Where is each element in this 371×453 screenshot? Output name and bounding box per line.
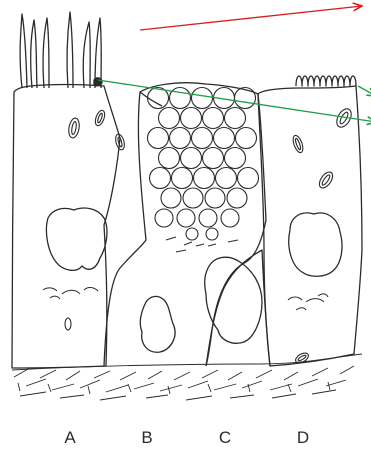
secretory-granule (235, 88, 256, 109)
secretory-granule (227, 188, 247, 208)
cell-b-secretory-granules (148, 88, 259, 241)
secretory-granule (155, 209, 173, 227)
secretory-granule (216, 168, 237, 189)
green-pointer-arrow-lower (358, 86, 371, 96)
cell-label-c: C (215, 428, 235, 448)
secretory-granule (203, 108, 224, 129)
secretory-granule (238, 168, 259, 189)
secretory-granule (203, 148, 224, 169)
cell-d-brush-border (296, 76, 356, 86)
cell-d-outline (258, 86, 362, 366)
cell-a (12, 12, 126, 368)
secretory-granule (205, 188, 225, 208)
cell-a-outline (12, 85, 120, 369)
cell-b-granule-streaks (166, 237, 238, 252)
secretory-granule (221, 209, 239, 227)
cell-b (104, 83, 266, 366)
cell-b-outline (104, 83, 266, 366)
secretory-granule (186, 228, 198, 240)
cell-a-mitochondria (65, 109, 126, 330)
secretory-granule (177, 209, 195, 227)
secretory-granule (159, 148, 180, 169)
cell-a-cytoplasm-granules (43, 287, 98, 299)
cell-d-cytoplasm-granules (288, 294, 328, 310)
red-pointer-arrow (140, 6, 362, 30)
cell-d-nucleus (289, 213, 342, 276)
cell-label-b: B (137, 428, 157, 448)
secretory-granule (159, 108, 180, 129)
secretory-granule (181, 148, 202, 169)
secretory-granule (236, 128, 257, 149)
secretory-granule (225, 108, 246, 129)
cell-d-mitochondria (291, 106, 354, 365)
secretory-granule (192, 88, 213, 109)
secretory-granule (183, 188, 203, 208)
secretory-granule (192, 128, 213, 149)
cell-d (258, 76, 362, 366)
secretory-granule (161, 188, 181, 208)
secretory-granule (214, 128, 235, 149)
secretory-granule (181, 108, 202, 129)
cell-c-nucleus (205, 257, 262, 343)
secretory-granule (148, 128, 169, 149)
secretory-granule (172, 168, 193, 189)
secretory-granule (199, 209, 217, 227)
cell-b-apical-junction (140, 92, 162, 106)
cell-a-nucleus (46, 208, 107, 270)
secretory-granule (194, 168, 215, 189)
cell-a-basal-body (94, 78, 102, 86)
cell-b-nucleus (140, 296, 175, 352)
cell-a-microvilli (20, 12, 101, 88)
secretory-granule (150, 168, 171, 189)
cell-label-d: D (293, 428, 313, 448)
secretory-granule (206, 228, 218, 240)
secretory-granule (225, 148, 246, 169)
cell-label-a: A (60, 428, 80, 448)
secretory-granule (170, 128, 191, 149)
basement-membrane (12, 354, 362, 400)
